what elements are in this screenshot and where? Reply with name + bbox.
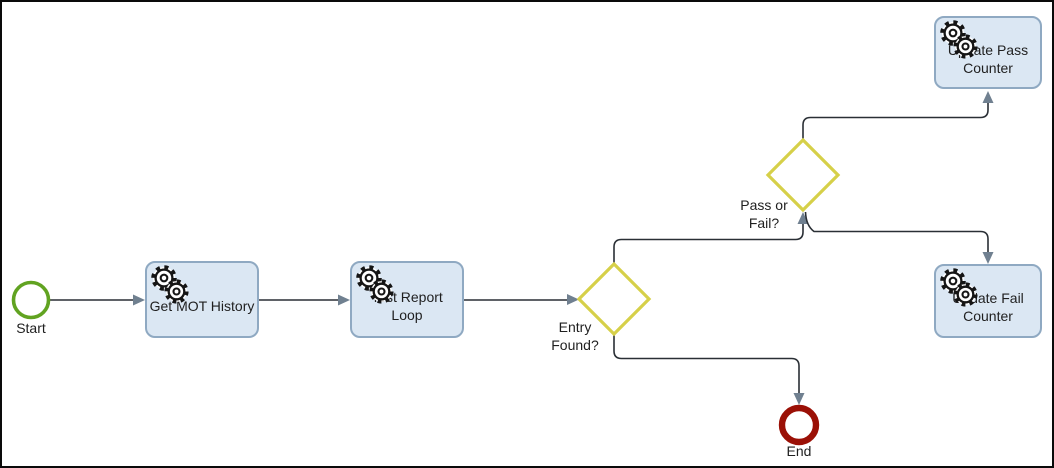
flow-pass-or-fail-to-update-fail-counter[interactable]: [804, 211, 994, 264]
task-test-report-loop[interactable]: Test Report Loop: [350, 261, 464, 338]
flow-entry-found-to-pass-or-fail[interactable]: [613, 212, 809, 264]
gateway-pass-or-fail[interactable]: [764, 136, 842, 214]
end-event[interactable]: [776, 402, 822, 448]
flow-entry-found-to-end[interactable]: [613, 334, 805, 405]
task-get-mot-history[interactable]: Get MOT History: [145, 261, 259, 338]
flow-test-report-loop-to-entry-found[interactable]: [464, 294, 579, 305]
task-label: Update Pass Counter: [947, 41, 1029, 76]
flow-get-mot-history-to-test-report-loop[interactable]: [259, 294, 350, 306]
task-label: Update Fail Counter: [952, 290, 1024, 324]
task-update-fail-counter[interactable]: Update Fail Counter: [934, 264, 1042, 338]
task-update-pass-counter[interactable]: Update Pass Counter: [934, 16, 1042, 89]
start-event[interactable]: [9, 278, 53, 322]
gateway-pass-or-fail-label: Pass or Fail?: [740, 197, 788, 231]
flow-start-to-get-mot-history[interactable]: [50, 294, 145, 306]
flow-pass-or-fail-to-update-pass-counter[interactable]: [802, 91, 994, 140]
task-label: Test Report Loop: [371, 288, 443, 323]
gateway-entry-found-label: Entry Found?: [551, 319, 599, 353]
end-event-label: End: [786, 443, 812, 459]
task-label: Get MOT History: [149, 297, 255, 314]
start-event-label: Start: [16, 320, 46, 336]
gateway-entry-found[interactable]: [575, 260, 653, 338]
